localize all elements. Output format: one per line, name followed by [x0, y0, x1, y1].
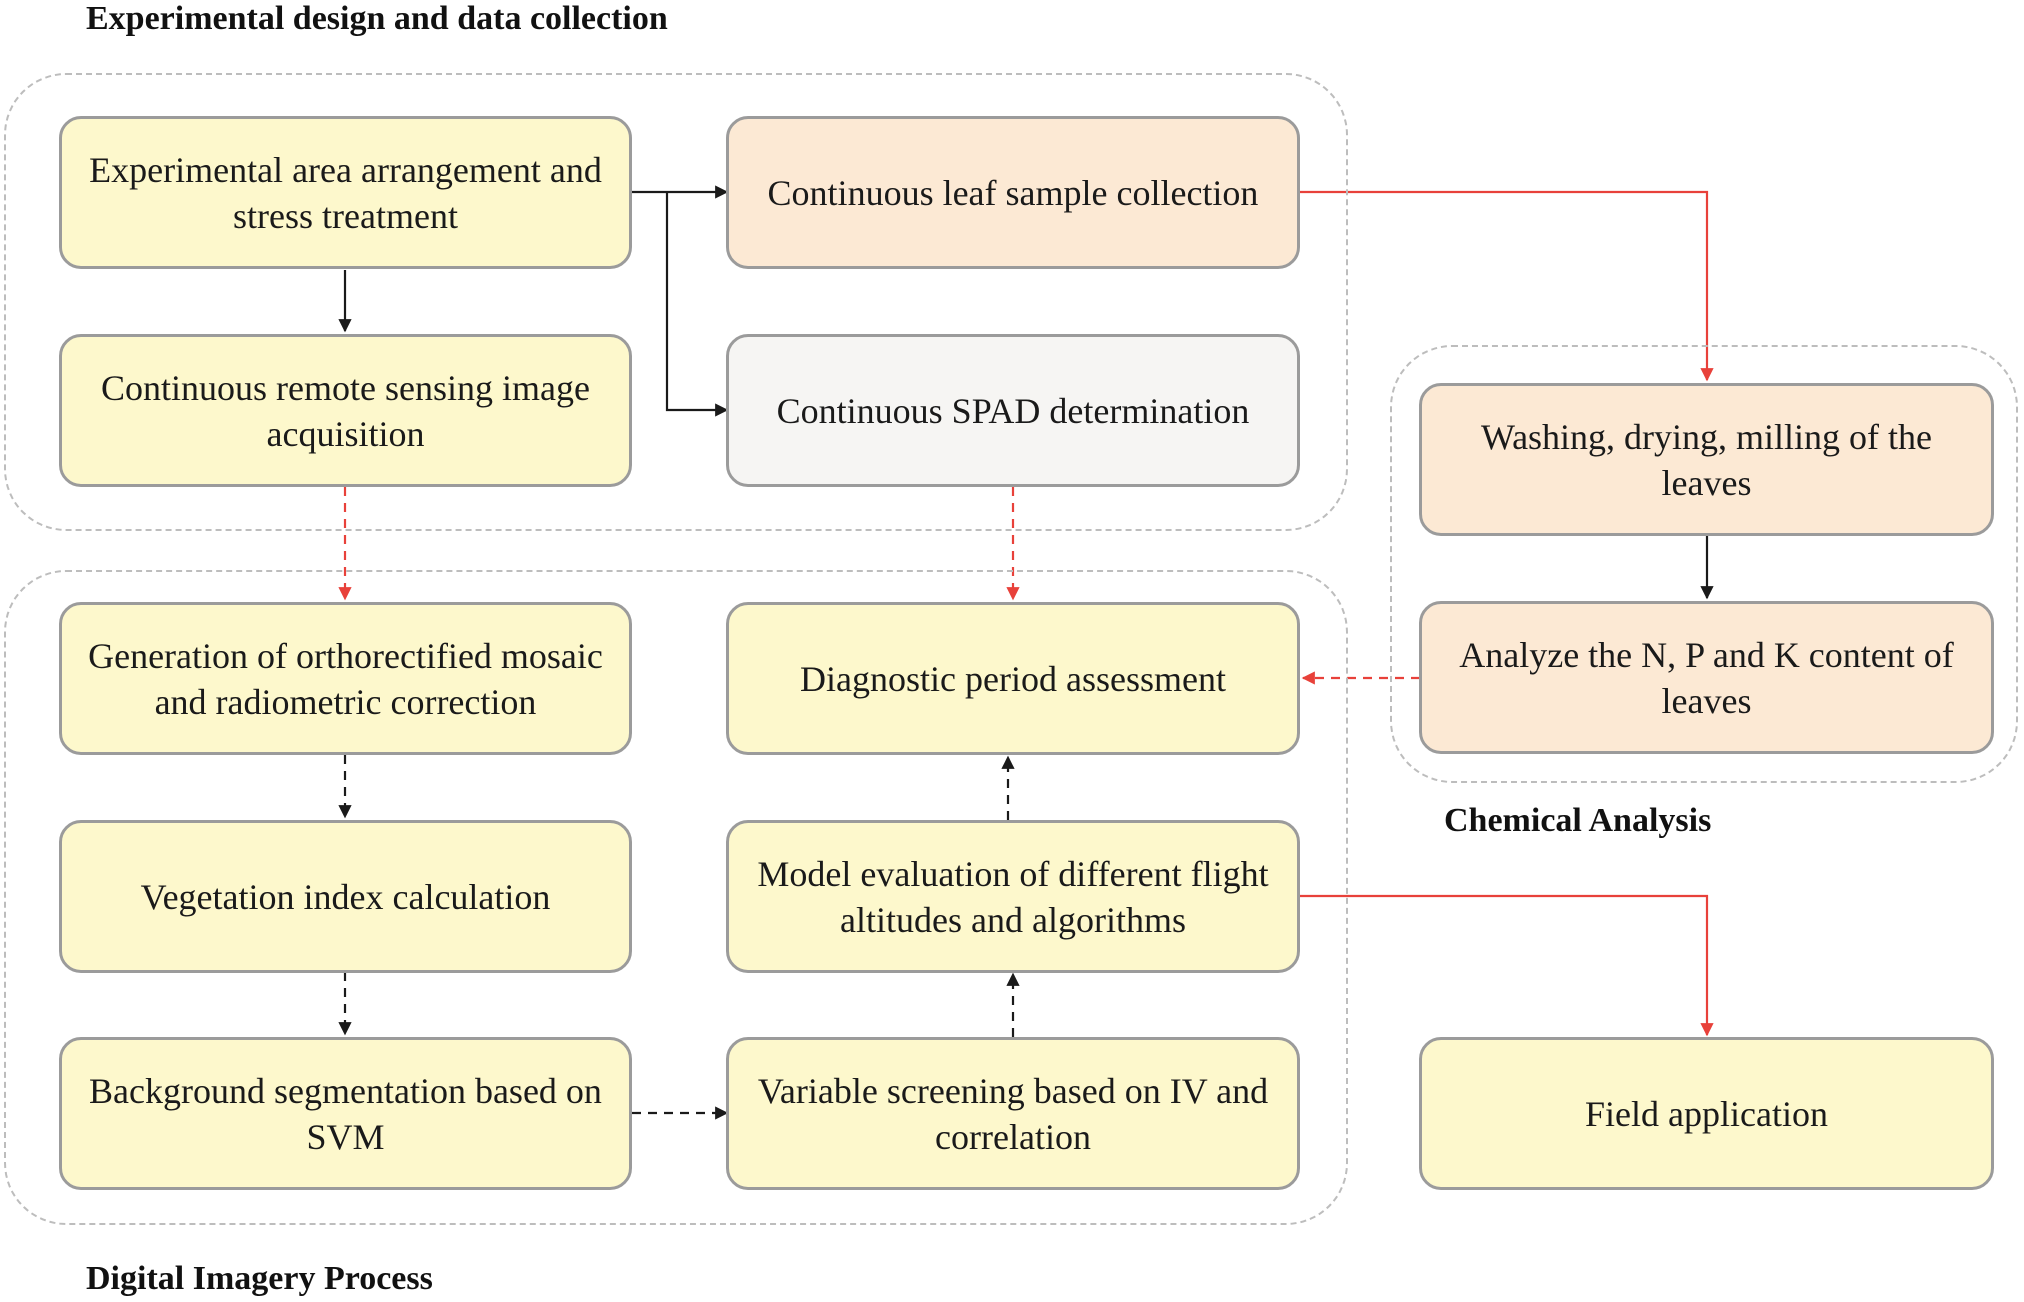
box-field-application: Field application: [1419, 1037, 1994, 1190]
section-title-chemical-analysis: Chemical Analysis: [1444, 802, 1712, 839]
chemical-analysis-group-frame: [1390, 345, 2018, 783]
box-remote-sensing-acquisition: Continuous remote sensing image acquisit…: [59, 334, 632, 487]
box-model-evaluation: Model evaluation of different flight alt…: [726, 820, 1300, 973]
section-title-experimental: Experimental design and data collection: [86, 0, 668, 37]
box-analyze-npk: Analyze the N, P and K content of leaves: [1419, 601, 1994, 754]
section-title-digital-imagery: Digital Imagery Process: [86, 1260, 433, 1297]
box-orthomosaic-generation: Generation of orthorectified mosaic and …: [59, 602, 632, 755]
box-spad-determination: Continuous SPAD determination: [726, 334, 1300, 487]
arrow-model-to-field-application: [1300, 894, 1714, 1037]
box-background-segmentation: Background segmentation based on SVM: [59, 1037, 632, 1190]
box-leaf-sample-collection: Continuous leaf sample collection: [726, 116, 1300, 269]
box-washing-drying-milling: Washing, drying, milling of the leaves: [1419, 383, 1994, 536]
arrow-area-to-spad: [665, 192, 729, 417]
digital-imagery-group-frame: [4, 570, 1348, 1225]
arrow-leaf-sample-to-washing: [1300, 190, 1714, 382]
experimental-group-frame: [4, 73, 1348, 531]
box-diagnostic-period: Diagnostic period assessment: [726, 602, 1300, 755]
box-vegetation-index: Vegetation index calculation: [59, 820, 632, 973]
box-variable-screening: Variable screening based on IV and corre…: [726, 1037, 1300, 1190]
box-area-arrangement: Experimental area arrangement and stress…: [59, 116, 632, 269]
